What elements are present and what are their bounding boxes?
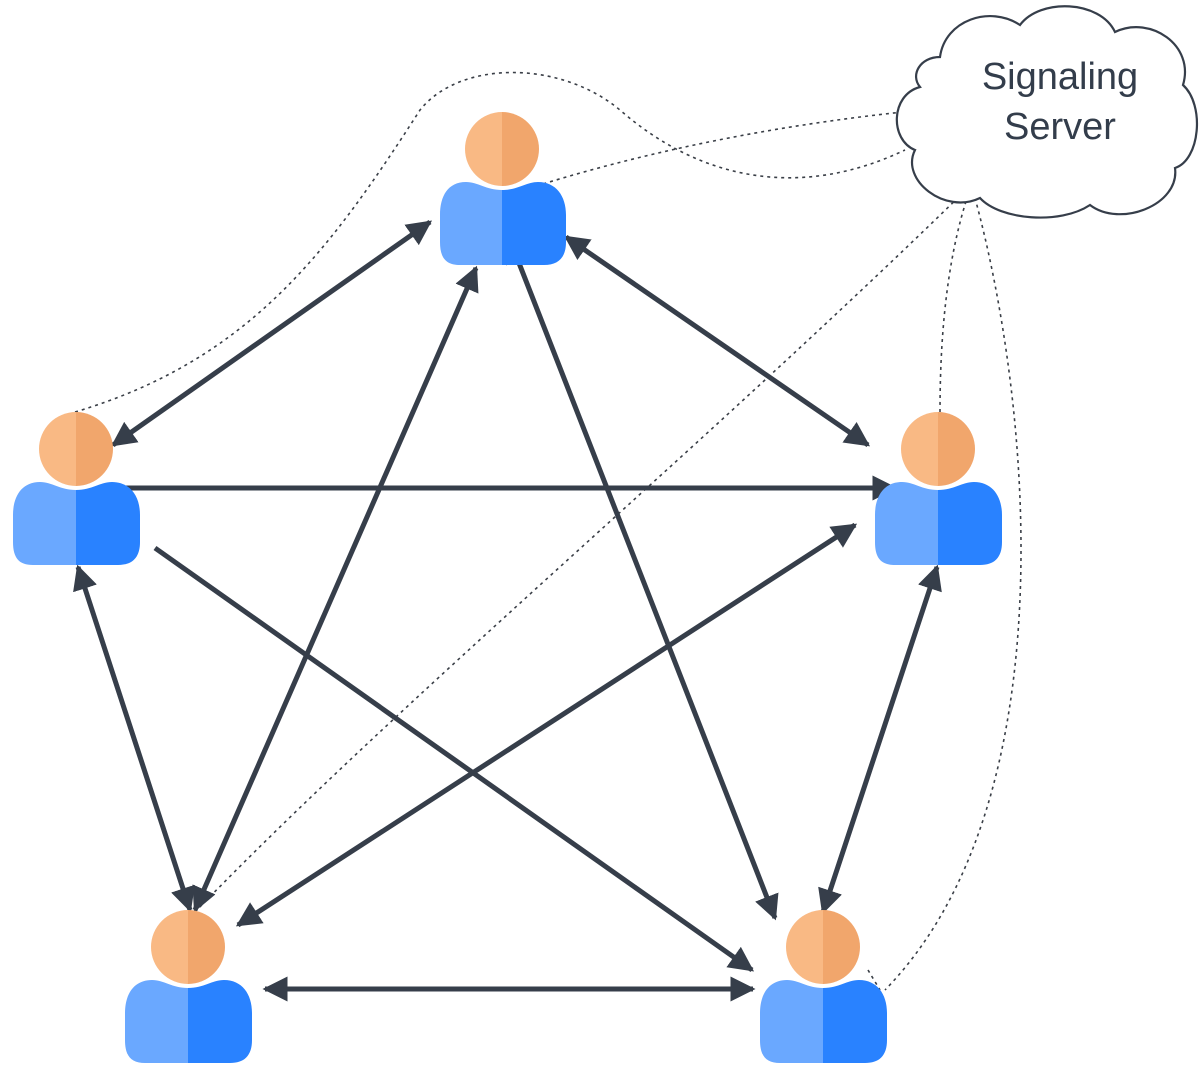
connection-top-right: [563, 234, 871, 448]
signaling-line-top: [529, 111, 904, 189]
signaling-line-bottom-right: [884, 197, 1022, 991]
connection-left-bottom-left: [73, 564, 195, 913]
signaling-server-cloud: [895, 5, 1199, 219]
connection-top-bottom-right: [506, 237, 779, 921]
person-icon-top: [440, 112, 566, 265]
person-icon-bottom-right: [760, 910, 887, 1063]
signaling-line-right: [939, 194, 969, 413]
signaling-line-bottom-left: [194, 187, 969, 913]
person-icon-right: [875, 412, 1002, 565]
person-icon-bottom-left: [125, 910, 252, 1063]
signaling-server-label: Signaling Server: [940, 52, 1180, 152]
person-icon-left: [13, 412, 140, 565]
signaling-server-label-line2: Server: [1004, 106, 1116, 148]
signaling-server-label-line1: Signaling: [981, 56, 1139, 98]
connection-top-bottom-left: [192, 265, 479, 913]
peer-connections: [73, 219, 942, 1002]
connection-left-bottom-right: [153, 545, 755, 973]
connection-right-bottom-right: [818, 564, 942, 915]
connection-right-bottom-left: [235, 522, 858, 928]
connection-top-left: [110, 219, 433, 448]
